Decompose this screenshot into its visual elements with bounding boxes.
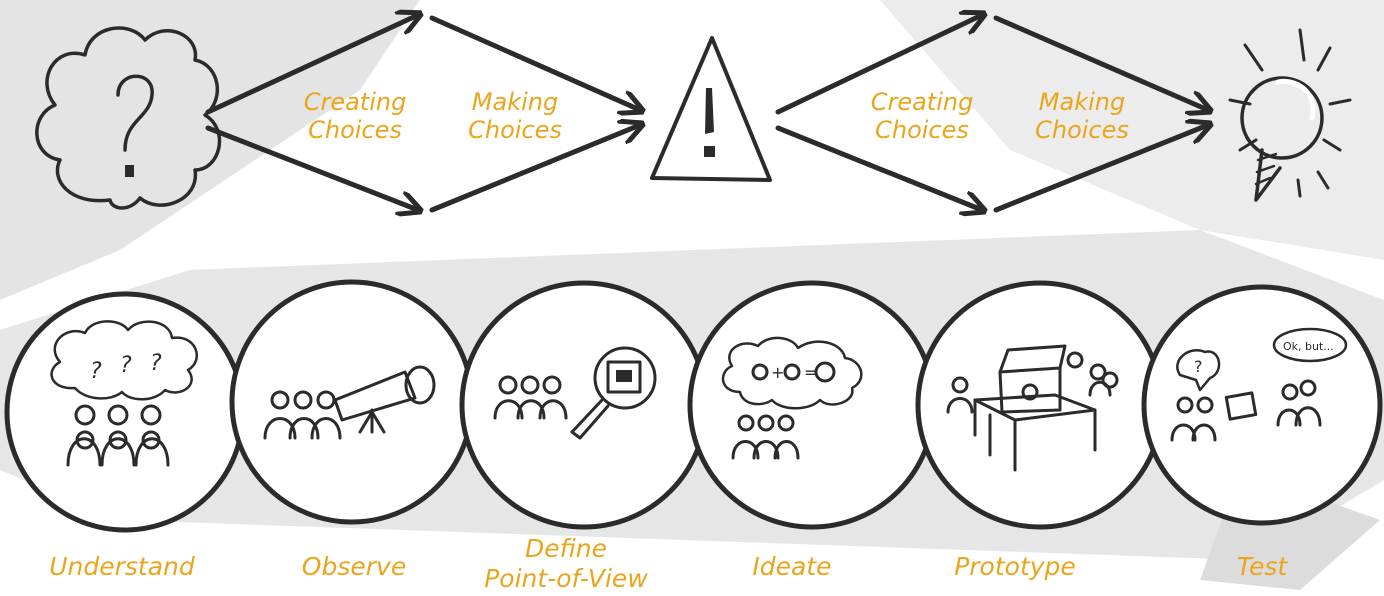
thinking-group-icon: ? ? ?	[50, 320, 198, 467]
magnifier-group-icon	[493, 346, 657, 440]
stage-label-understand: Understand	[49, 552, 195, 582]
diamond-1-making-line-2: Choices	[468, 116, 562, 144]
diamond-1-creating-line-1: Creating	[303, 88, 407, 116]
diamond-1-creating-line-2: Choices	[308, 116, 402, 144]
warning-triangle-icon	[650, 36, 772, 182]
stage-label-understand-text: Understand	[49, 552, 195, 581]
stage-circle-observe	[229, 279, 475, 525]
formula-plus: +	[771, 363, 784, 382]
diamond-1-making-choices-label: Making Choices	[468, 88, 562, 144]
stage-label-define: Define Point-of-View	[484, 534, 648, 594]
stage-label-define-line-2: Point-of-View	[484, 564, 648, 593]
stage-label-observe-text: Observe	[301, 552, 407, 581]
stage-circles	[4, 279, 1383, 533]
diamond-1-making-line-1: Making	[471, 88, 559, 116]
stage-label-define-line-1: Define	[524, 534, 607, 563]
formula-equals: =	[804, 363, 817, 382]
prototype-table-icon	[946, 344, 1119, 472]
stage-circle-test	[1141, 284, 1383, 526]
thought-mark-3: ?	[150, 351, 162, 376]
test-question-mark: ?	[1194, 357, 1203, 376]
stage-label-ideate: Ideate	[752, 552, 831, 582]
stage-label-test-text: Test	[1236, 552, 1288, 581]
stage-label-observe: Observe	[302, 552, 406, 582]
diamond-2-arrows	[775, 15, 1208, 210]
diamond-2-making-line-2: Choices	[1035, 116, 1129, 144]
diamond-1-creating-choices-label: Creating Choices	[304, 88, 407, 144]
top-flow	[35, 15, 1352, 210]
thought-mark-2: ?	[120, 353, 132, 378]
test-feedback-bubble: Ok, but...	[1283, 340, 1334, 353]
diamond-1-arrows	[205, 15, 640, 210]
idea-cloud-group-icon: + =	[721, 336, 863, 460]
lightbulb-icon	[1228, 28, 1352, 202]
stage-label-ideate-text: Ideate	[752, 552, 832, 581]
diamond-2-creating-line-1: Creating	[870, 88, 974, 116]
stage-label-prototype-text: Prototype	[954, 552, 1076, 581]
diamond-2-making-line-1: Making	[1038, 88, 1126, 116]
stage-label-test: Test	[1237, 552, 1287, 582]
stage-label-prototype: Prototype	[954, 552, 1076, 582]
question-cloud-icon	[35, 26, 222, 210]
diamond-2-creating-choices-label: Creating Choices	[871, 88, 974, 144]
user-test-icon: ? Ok, but...	[1170, 327, 1348, 442]
diamond-2-making-choices-label: Making Choices	[1035, 88, 1129, 144]
thought-mark-1: ?	[90, 359, 102, 384]
stage-circle-prototype	[915, 280, 1165, 530]
diamond-2-creating-line-2: Choices	[875, 116, 969, 144]
telescope-group-icon	[263, 365, 436, 440]
